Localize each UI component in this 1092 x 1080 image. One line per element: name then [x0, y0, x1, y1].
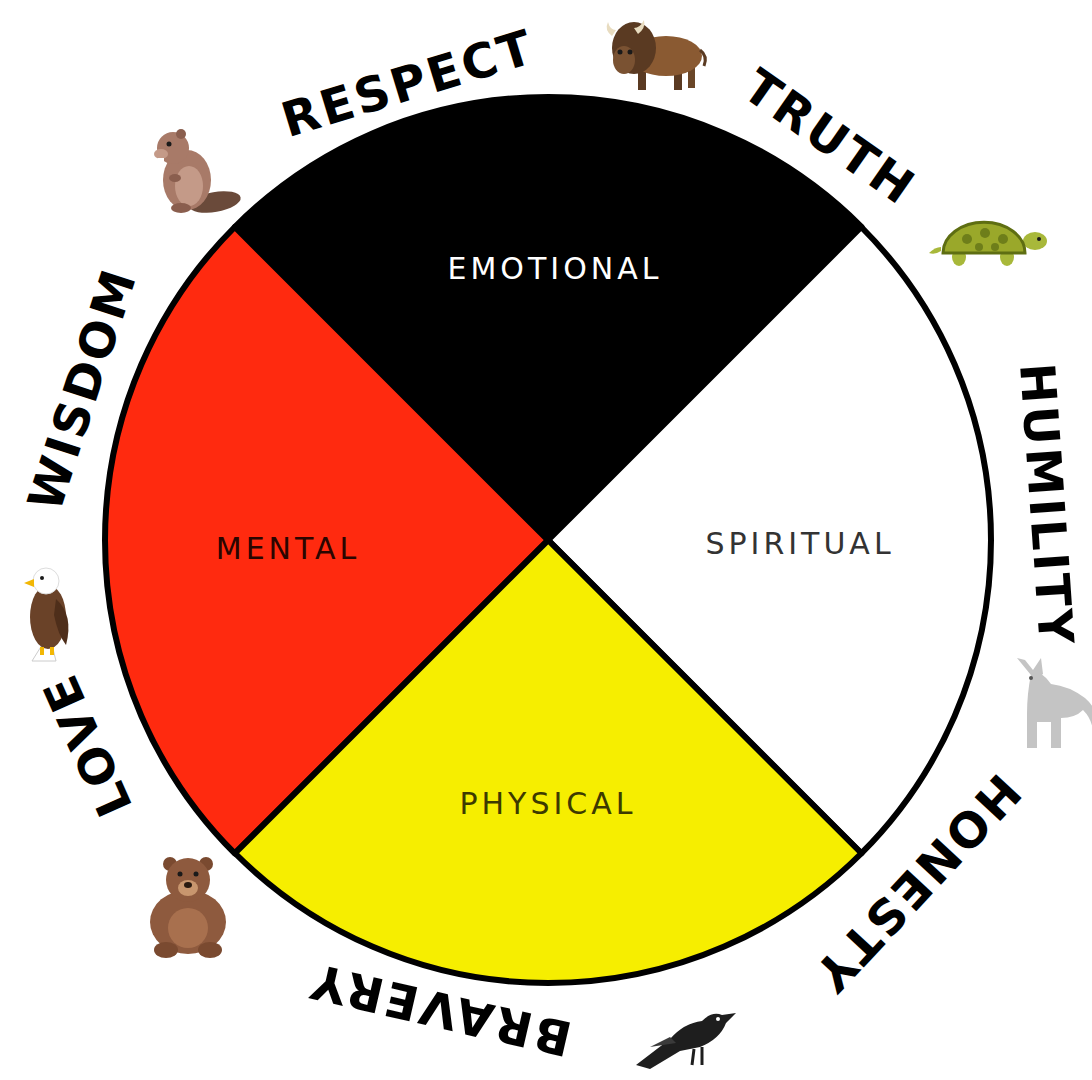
raven-icon — [636, 1013, 736, 1069]
physical-quadrant: PHYSICAL — [229, 534, 867, 989]
quadrant-outline — [235, 540, 861, 983]
value-label: HUMILITY — [1013, 361, 1081, 648]
quadrant-label: MENTAL — [216, 531, 361, 564]
beaver-icon — [154, 129, 242, 216]
quadrant-shape — [229, 534, 867, 989]
value-label: LOVE — [34, 667, 139, 824]
turtle-icon — [929, 222, 1047, 266]
wolf-icon — [1017, 658, 1092, 748]
quadrant-label: SPIRITUAL — [705, 526, 894, 559]
bear-icon — [150, 857, 226, 958]
quadrant-label: EMOTIONAL — [448, 252, 663, 285]
bison-icon — [607, 20, 706, 90]
quadrant-label: PHYSICAL — [459, 787, 636, 820]
eagle-icon — [24, 568, 68, 661]
